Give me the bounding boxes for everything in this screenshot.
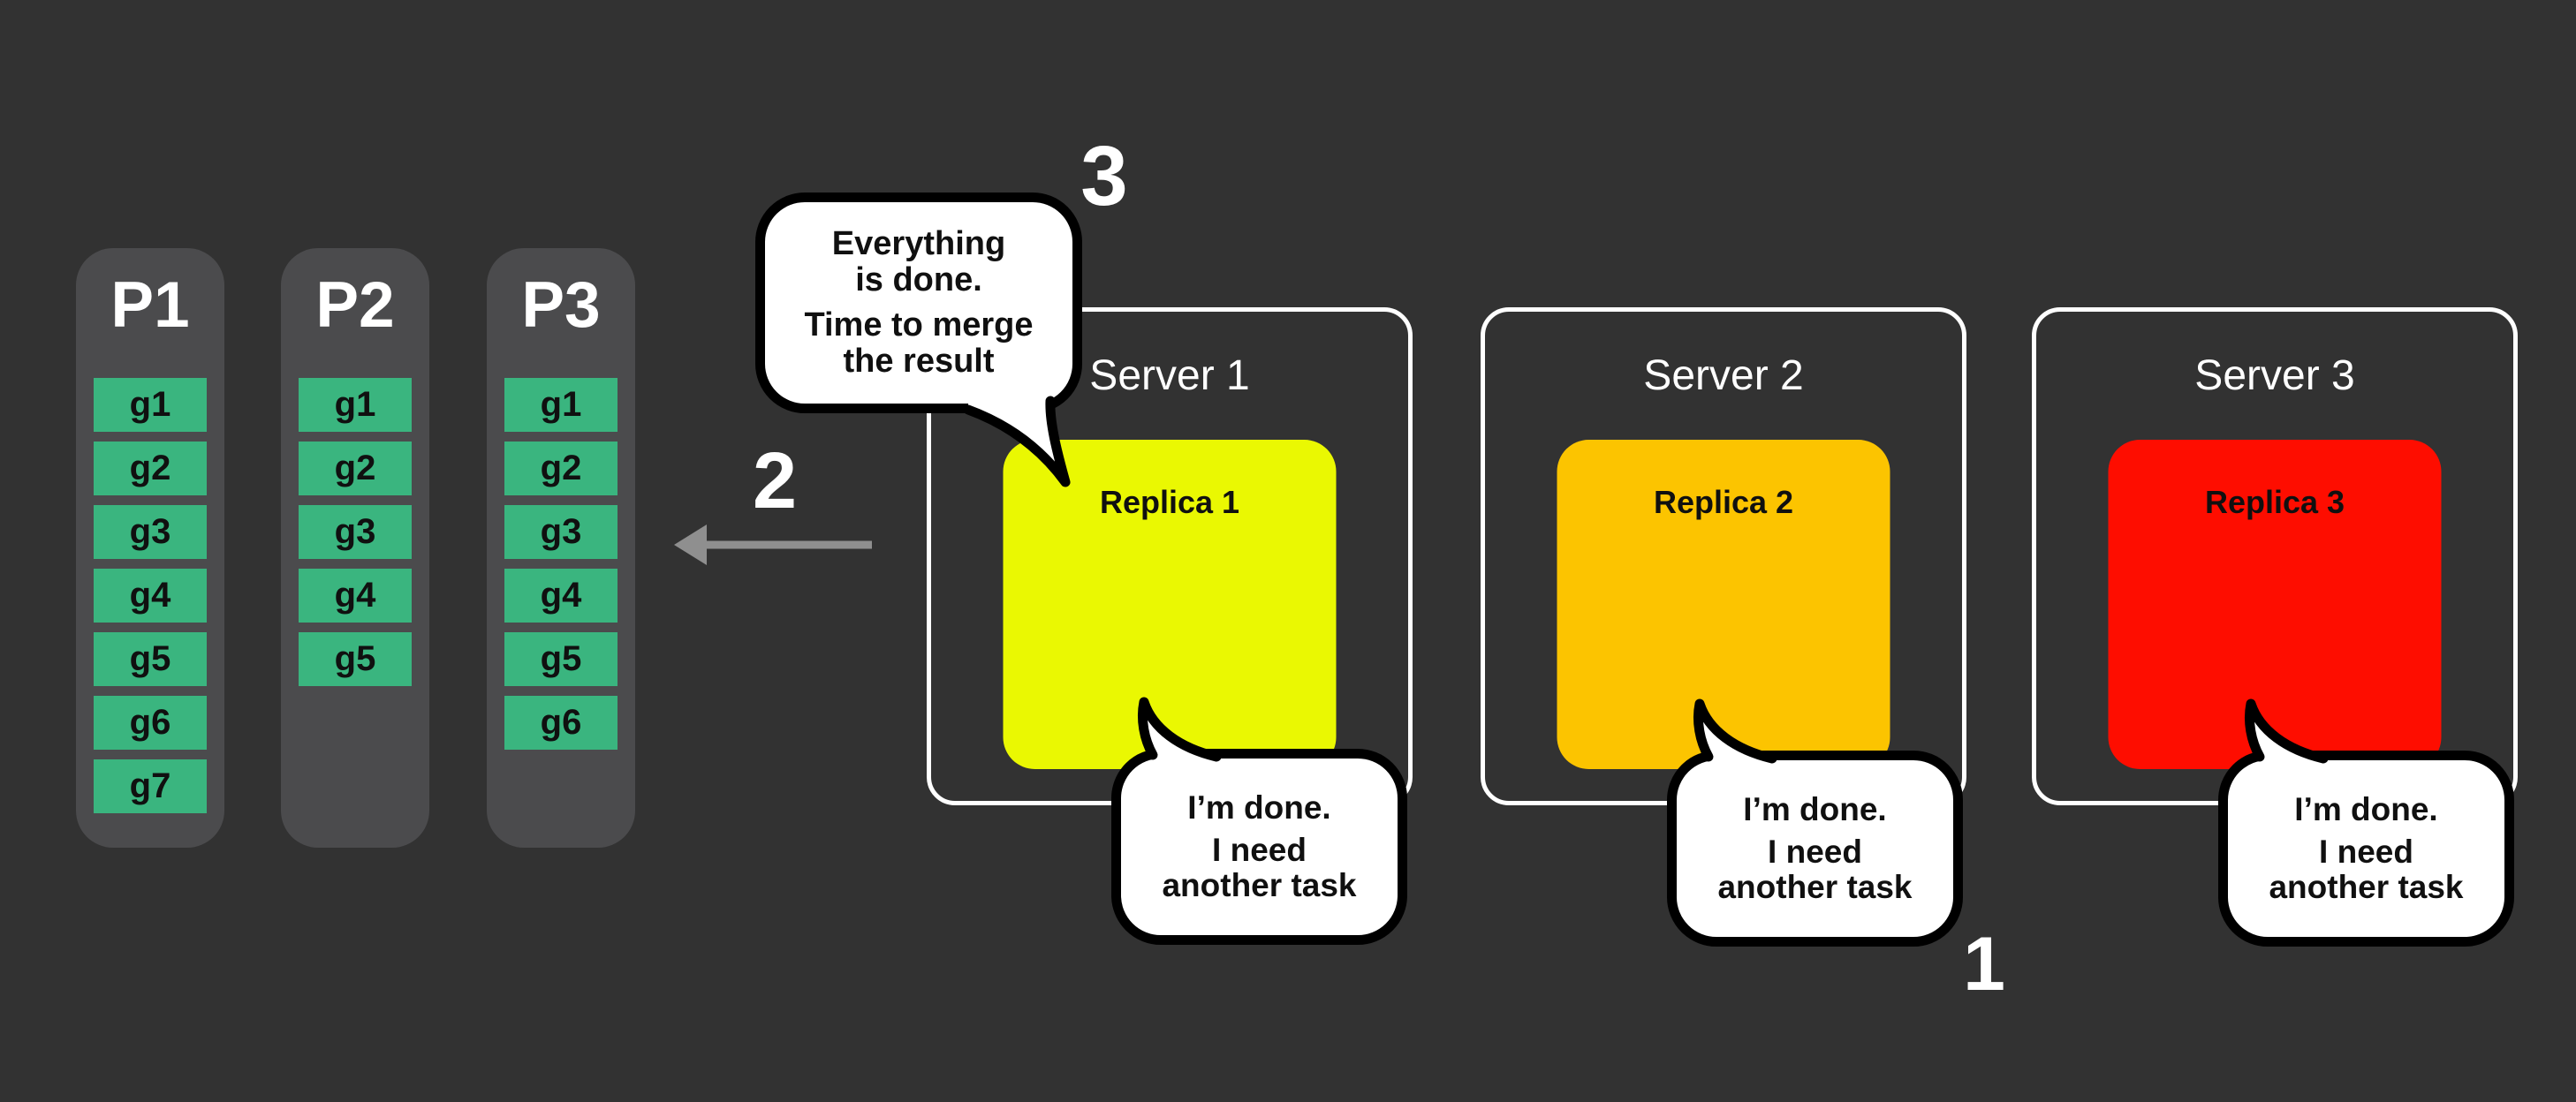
task-chip: g2 xyxy=(299,442,412,495)
merge-speech-bubble: Everything is done. Time to merge the re… xyxy=(755,192,1082,487)
server-title: Server 3 xyxy=(2194,352,2355,399)
server-1-box: Server 1 Replica 1 xyxy=(927,307,1413,805)
task-list: g1 g2 g3 g4 g5 xyxy=(299,378,412,686)
left-arrow-icon xyxy=(674,525,872,565)
bubble-line: I need xyxy=(1768,834,1862,870)
server-title: Server 2 xyxy=(1643,352,1804,399)
server-2-speech-bubble: I’m done. I need another task xyxy=(1667,698,1963,947)
partition-p2: P2 g1 g2 g3 g4 g5 xyxy=(281,248,429,848)
partition-title: P2 xyxy=(315,269,395,341)
step-2-label: 2 xyxy=(752,437,798,525)
task-chip: g5 xyxy=(299,632,412,686)
server-1-speech-bubble: I’m done. I need another task xyxy=(1111,697,1407,945)
server-3-speech-bubble: I’m done. I need another task xyxy=(2218,698,2514,947)
partition-p1: P1 g1 g2 g3 g4 g5 g6 g7 xyxy=(76,248,224,848)
bubble-line: another task xyxy=(2269,869,2464,905)
bubble-line: I’m done. xyxy=(1187,789,1331,826)
bubble-line: another task xyxy=(1162,867,1357,903)
step-1-label: 1 xyxy=(1963,922,2005,1007)
bubble-line: I need xyxy=(1212,832,1307,868)
task-chip: g4 xyxy=(504,569,617,623)
task-chip: g2 xyxy=(504,442,617,495)
server-2-box: Server 2 Replica 2 xyxy=(1481,307,1966,805)
speech-tail-icon xyxy=(1693,698,1777,787)
task-chip: g6 xyxy=(94,696,207,750)
replica-3-block: Replica 3 xyxy=(2108,440,2442,769)
task-chip: g5 xyxy=(504,632,617,686)
replica-1-block: Replica 1 xyxy=(1003,440,1337,769)
task-chip: g4 xyxy=(94,569,207,623)
task-chip: g7 xyxy=(94,759,207,813)
task-list: g1 g2 g3 g4 g5 g6 g7 xyxy=(94,378,207,813)
step-3-label: 3 xyxy=(1080,129,1128,223)
task-chip: g1 xyxy=(94,378,207,432)
task-chip: g6 xyxy=(504,696,617,750)
partition-title: P3 xyxy=(521,269,601,341)
speech-tail-icon xyxy=(963,383,1071,487)
task-chip: g3 xyxy=(504,505,617,559)
task-list: g1 g2 g3 g4 g5 g6 xyxy=(504,378,617,750)
bubble-line: is done. xyxy=(855,261,982,298)
task-chip: g4 xyxy=(299,569,412,623)
replica-2-block: Replica 2 xyxy=(1557,440,1890,769)
bubble-line: the result xyxy=(843,343,995,380)
bubble-line: I’m done. xyxy=(1743,791,1887,827)
bubble-line: Everything xyxy=(831,225,1006,262)
server-3-box: Server 3 Replica 3 xyxy=(2032,307,2518,805)
task-chip: g3 xyxy=(94,505,207,559)
replica-title: Replica 2 xyxy=(1653,484,1794,520)
task-chip: g1 xyxy=(504,378,617,432)
speech-tail-icon xyxy=(2244,698,2329,787)
replica-title: Replica 1 xyxy=(1099,484,1240,520)
task-chip: g5 xyxy=(94,632,207,686)
task-chip: g1 xyxy=(299,378,412,432)
speech-tail-icon xyxy=(1137,697,1222,785)
bubble-line: I’m done. xyxy=(2294,791,2438,827)
bubble-line: I need xyxy=(2319,834,2413,870)
bubble-line: another task xyxy=(1717,869,1913,905)
server-title: Server 1 xyxy=(1089,352,1250,399)
bubble-line: Time to merge xyxy=(804,306,1034,343)
replica-title: Replica 3 xyxy=(2204,484,2345,520)
task-chip: g2 xyxy=(94,442,207,495)
partition-title: P1 xyxy=(110,269,190,341)
task-chip: g3 xyxy=(299,505,412,559)
partition-p3: P3 g1 g2 g3 g4 g5 g6 xyxy=(487,248,635,848)
